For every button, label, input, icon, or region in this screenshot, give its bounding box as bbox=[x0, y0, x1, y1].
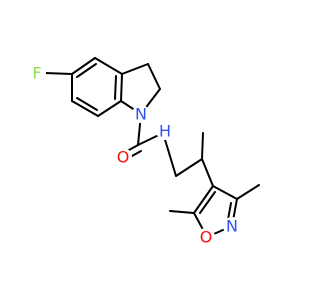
bond-c3-c2 bbox=[147, 63, 161, 90]
fluorine-label: F bbox=[32, 64, 41, 83]
bond-c3a-c3 bbox=[121, 63, 149, 75]
bond-c3a-c7a-inner bbox=[114, 75, 117, 100]
amide-nh-atom-bg bbox=[156, 122, 174, 140]
isoxazole-oxygen-label: O bbox=[200, 228, 213, 247]
bond-c4-c3a bbox=[94, 57, 123, 75]
bond-c7a-c7 bbox=[97, 100, 122, 117]
molecule-canvas: F N O H N O bbox=[28, 57, 260, 247]
bond-layer bbox=[44, 57, 260, 238]
indoline-nitrogen-atom-bg bbox=[132, 105, 150, 123]
bond-c5-c4-inner bbox=[76, 63, 97, 78]
carbonyl-oxygen-label: O bbox=[117, 148, 130, 167]
isoxazole-oxygen-atom: O bbox=[197, 228, 215, 247]
indoline-nitrogen-atom: N bbox=[132, 105, 150, 124]
molecule-structure-diagram: F N O H N O bbox=[28, 57, 260, 247]
atom-label-layer: F N O H N O bbox=[28, 64, 241, 247]
isoxazole-nitrogen-atom: N bbox=[223, 217, 241, 236]
bond-ch-methyl bbox=[201, 132, 204, 160]
isoxazole-nitrogen-atom-bg bbox=[223, 217, 241, 235]
isoxazole-nitrogen-label: N bbox=[226, 217, 238, 236]
fluorine-atom-bg bbox=[28, 64, 46, 82]
bond-ch2-ch bbox=[175, 158, 203, 177]
bond-f-c5 bbox=[44, 72, 73, 75]
bond-c4-c3 bbox=[212, 185, 238, 200]
bond-c3a-c7a bbox=[120, 73, 123, 102]
bond-c7-c6 bbox=[71, 100, 99, 117]
bond-c3-methyl bbox=[236, 184, 260, 200]
bond-c5-c4 bbox=[193, 185, 214, 214]
amide-nh-atom: H bbox=[156, 122, 174, 141]
bond-ch-isoxazole-c4 bbox=[201, 158, 214, 187]
bond-c5-c4 bbox=[71, 57, 96, 75]
carbonyl-oxygen-atom: O bbox=[114, 148, 132, 167]
amide-nh-label: H bbox=[159, 122, 171, 141]
carbonyl-oxygen-atom-bg bbox=[114, 148, 132, 166]
indoline-nitrogen-label: N bbox=[135, 105, 147, 124]
bond-c7-c6-inner bbox=[76, 97, 98, 111]
bond-c5-methyl bbox=[169, 210, 195, 214]
fluorine-atom: F bbox=[28, 64, 46, 83]
isoxazole-oxygen-atom-bg bbox=[197, 228, 215, 246]
bond-nh-ch2 bbox=[162, 132, 177, 177]
bond-c5-c4-double bbox=[199, 191, 216, 214]
